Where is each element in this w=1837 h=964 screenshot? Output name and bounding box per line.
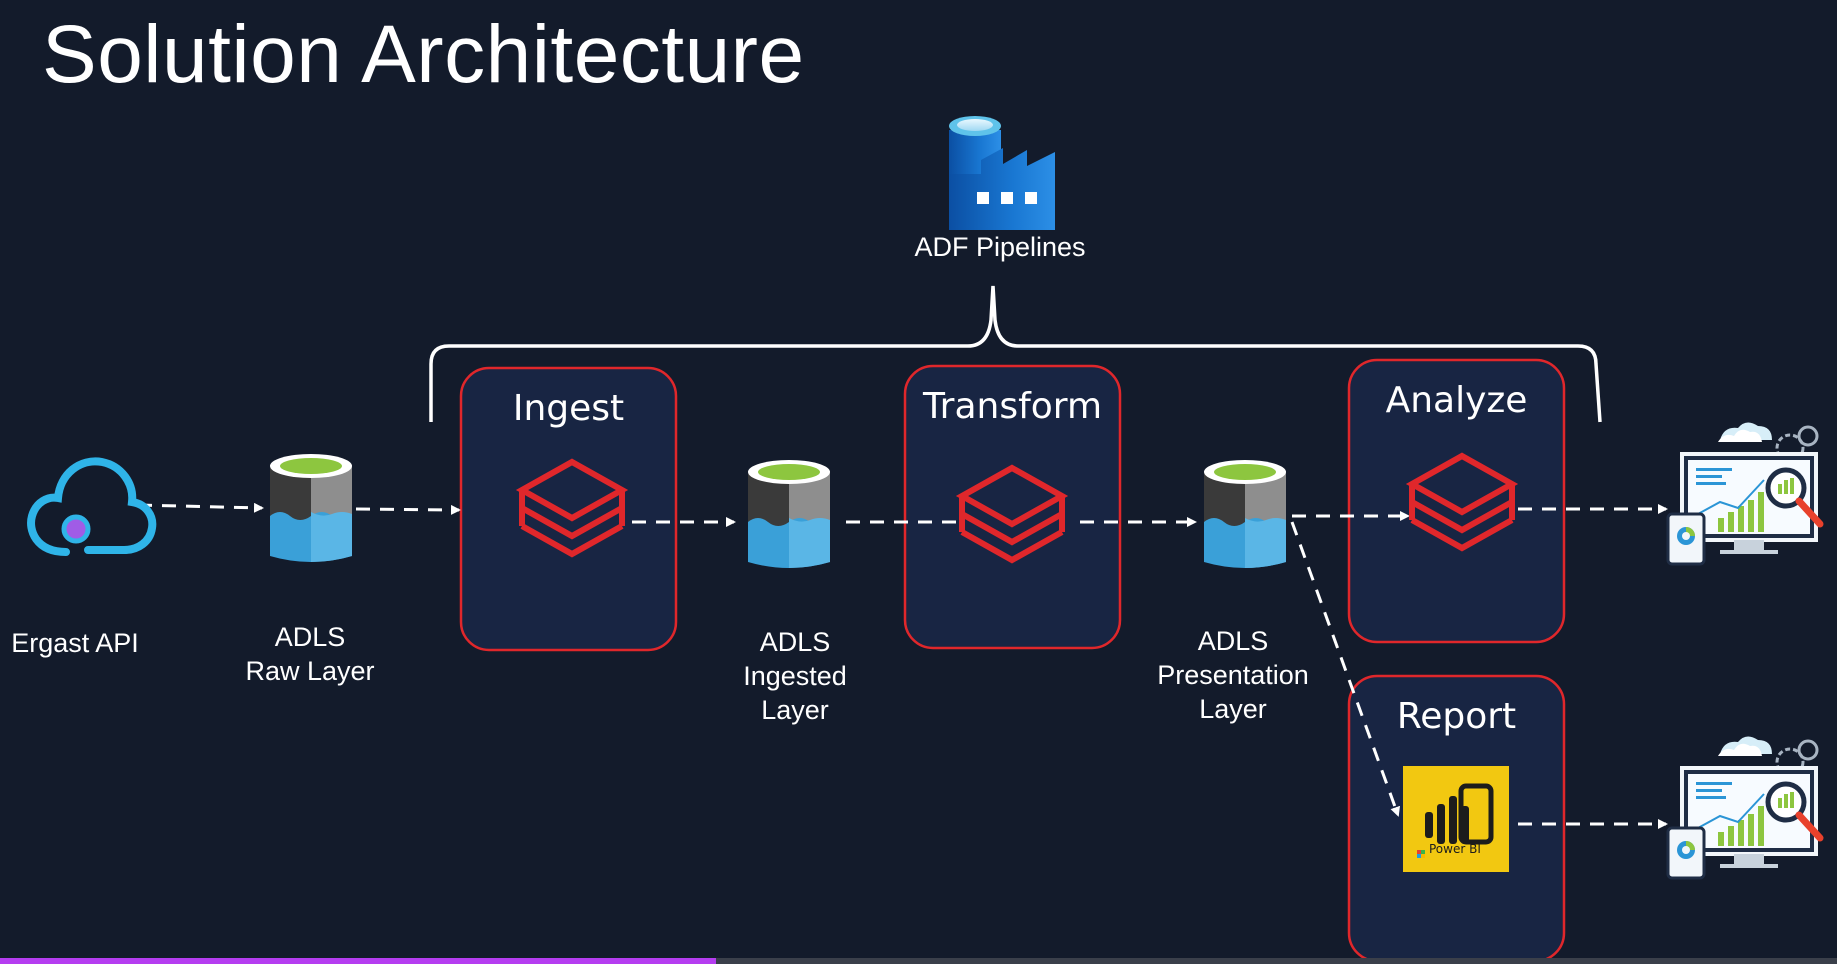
adls-presentation-label: ADLS Presentation Layer — [1138, 624, 1328, 726]
ingest-box — [459, 366, 678, 652]
adls-presentation-label-line3: Layer — [1199, 694, 1267, 724]
databricks-icon-ingest — [515, 458, 629, 558]
adf-pipelines-label: ADF Pipelines — [914, 232, 1086, 262]
databricks-icon-analyze — [1405, 452, 1519, 552]
analyze-title: Analyze — [1385, 380, 1528, 421]
arrow-api-to-raw — [137, 502, 264, 513]
video-progress-bar[interactable] — [0, 958, 1837, 964]
analyze-box — [1347, 358, 1566, 644]
adls-presentation-label-line1: ADLS — [1197, 626, 1269, 656]
report-title: Report — [1396, 696, 1517, 737]
adf-brace — [429, 285, 1602, 423]
page-title: Solution Architecture — [42, 9, 805, 100]
adls-raw-cylinder — [270, 454, 352, 562]
video-progress-fill — [0, 958, 717, 964]
adls-ingested-cylinder — [748, 460, 830, 568]
adls-ingested-label: ADLS Ingested Layer — [700, 625, 890, 727]
ergast-api-label: Ergast API — [11, 628, 139, 658]
adls-ingested-label-line1: ADLS — [759, 627, 831, 657]
adls-raw-label-line1: ADLS — [274, 622, 346, 652]
power-bi-icon — [1403, 766, 1509, 872]
data-factory-icon — [949, 116, 1055, 230]
adls-presentation-cylinder — [1204, 460, 1286, 568]
adls-raw-label: ADLS Raw Layer — [220, 620, 400, 688]
adls-raw-label-line2: Raw Layer — [245, 656, 375, 686]
databricks-icon-transform — [955, 464, 1069, 564]
adls-ingested-label-line2: Ingested — [743, 661, 847, 691]
cloud-api-icon — [27, 457, 157, 556]
transform-box — [903, 364, 1122, 650]
adls-presentation-label-line2: Presentation — [1157, 660, 1309, 690]
arrow-presentation-to-report — [1290, 521, 1400, 817]
transform-title: Transform — [922, 386, 1103, 427]
analytics-dashboard-icon-top — [1666, 422, 1824, 566]
ingest-title: Ingest — [512, 388, 625, 429]
analytics-dashboard-icon-bottom — [1666, 736, 1824, 880]
adls-ingested-label-line3: Layer — [761, 695, 829, 725]
arrow-raw-to-ingest — [355, 504, 461, 515]
power-bi-logo-text: Power BI — [1429, 842, 1481, 856]
